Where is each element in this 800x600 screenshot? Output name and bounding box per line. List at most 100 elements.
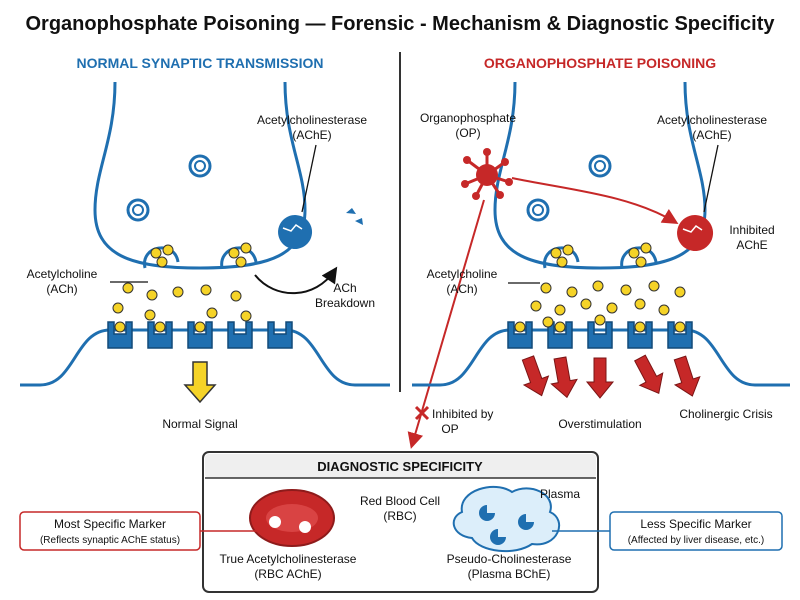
poison-ach-molecules [514, 242, 686, 333]
ach-molecule [540, 282, 552, 294]
normal-ach-label-1: Acetylcholine [27, 267, 98, 281]
ach-molecule [580, 298, 592, 310]
ach-molecule [542, 316, 554, 328]
receptor [107, 321, 133, 349]
receptor [507, 321, 533, 349]
ach-molecule [606, 302, 618, 314]
breakdown-label-1: ACh [333, 281, 356, 295]
breakdown-arrow [254, 266, 338, 295]
ach-molecule [566, 286, 578, 298]
poison-ach-label-2: (ACh) [446, 282, 477, 296]
op-to-diagnostic-arrow [407, 199, 485, 449]
plasma-label: Plasma [540, 487, 580, 501]
poison-postsynaptic-membrane [412, 328, 790, 387]
normal-enzyme-label-2: (AChE) [292, 128, 331, 142]
ach-molecule [154, 321, 166, 333]
normal-signal-arrow [183, 361, 217, 404]
poison-enzyme-leader [703, 144, 719, 213]
receptor [547, 321, 573, 349]
true-ache-label-1: True Acetylcholinesterase [220, 552, 357, 566]
pseudo-label-1: Pseudo-Cholinesterase [447, 552, 572, 566]
ach-molecule [514, 321, 526, 333]
inhibited-by-label-1: Inhibited by [432, 407, 493, 421]
pseudo-label-2: (Plasma BChE) [468, 567, 551, 581]
ach-molecule [156, 256, 168, 268]
diagnostic-header-bar [205, 454, 596, 478]
ach-molecule [635, 256, 647, 268]
inhibited-ache-enzyme [677, 215, 714, 252]
poison-synaptic-vesicle [526, 198, 550, 222]
ach-molecule [550, 247, 562, 259]
receptor [267, 321, 293, 349]
rbc-label-2: (RBC) [383, 509, 416, 523]
receptor [627, 321, 653, 349]
receptor [187, 321, 213, 349]
normal-enzyme-label-1: Acetylcholinesterase [257, 113, 367, 127]
ach-molecule [200, 284, 212, 296]
most-specific-subtitle: (Reflects synaptic AChE status) [40, 535, 180, 546]
ach-molecule [674, 286, 686, 298]
inhibited-x-mark [414, 405, 430, 421]
ach-molecule [554, 304, 566, 316]
plasma-blob [452, 485, 561, 553]
ach-molecule [530, 300, 542, 312]
ach-molecule [206, 307, 218, 319]
ache-enzyme [278, 215, 313, 250]
receptor [587, 321, 613, 349]
op-label-2: (OP) [455, 126, 480, 140]
normal-enzyme-leader [301, 144, 317, 213]
ach-molecule [620, 284, 632, 296]
synaptic-vesicle [126, 198, 150, 222]
ach-molecule [230, 290, 242, 302]
diagnostic-title: DIAGNOSTIC SPECIFICITY [317, 459, 483, 474]
overstimulation-arrow [673, 355, 701, 397]
op-binding-arrow [511, 177, 679, 225]
overstimulation-arrow [521, 355, 550, 397]
ach-molecule [594, 314, 606, 326]
op-label-1: Organophosphate [420, 111, 516, 125]
ach-molecule [144, 309, 156, 321]
ach-molecule [628, 247, 640, 259]
rbc-label-1: Red Blood Cell [360, 494, 440, 508]
receptor [667, 321, 693, 349]
poison-enzyme-label-2: (AChE) [692, 128, 731, 142]
receptor [227, 321, 253, 349]
poison-enzyme-label-1: Acetylcholinesterase [657, 113, 767, 127]
ach-molecule [194, 321, 206, 333]
normal-signal-label: Normal Signal [162, 417, 237, 431]
ach-molecule [592, 280, 604, 292]
ach-molecule [634, 298, 646, 310]
inhibited-label-1: Inhibited [729, 223, 774, 237]
ach-molecule [556, 256, 568, 268]
overstimulation-arrow [550, 356, 578, 399]
ach-molecule [674, 321, 686, 333]
ach-molecule [240, 242, 252, 254]
poison-synaptic-vesicle [588, 154, 612, 178]
inhibited-by-label-2: OP [441, 422, 458, 436]
ach-fragments [346, 208, 363, 225]
ach-molecule [235, 256, 247, 268]
ach-molecule [640, 242, 652, 254]
ach-molecule [122, 282, 134, 294]
page-title: Organophosphate Poisoning — Forensic - M… [25, 13, 775, 35]
ach-molecule [150, 247, 162, 259]
red-blood-cell [249, 489, 335, 547]
overstimulation-arrows [521, 354, 701, 399]
ach-molecule [228, 247, 240, 259]
ach-molecule [554, 321, 566, 333]
cholinergic-crisis-label: Cholinergic Crisis [679, 407, 772, 421]
receptor [147, 321, 173, 349]
breakdown-label-2: Breakdown [315, 296, 375, 310]
presynaptic-terminal [93, 81, 307, 270]
ach-molecule [240, 310, 252, 322]
poison-ach-label-1: Acetylcholine [427, 267, 498, 281]
less-specific-title: Less Specific Marker [640, 517, 751, 531]
ach-molecule [146, 289, 158, 301]
ach-molecule [648, 280, 660, 292]
most-specific-title: Most Specific Marker [54, 517, 166, 531]
normal-ach-label-2: (ACh) [46, 282, 77, 296]
normal-ach-molecules [112, 242, 252, 333]
less-specific-subtitle: (Affected by liver disease, etc.) [628, 535, 765, 546]
